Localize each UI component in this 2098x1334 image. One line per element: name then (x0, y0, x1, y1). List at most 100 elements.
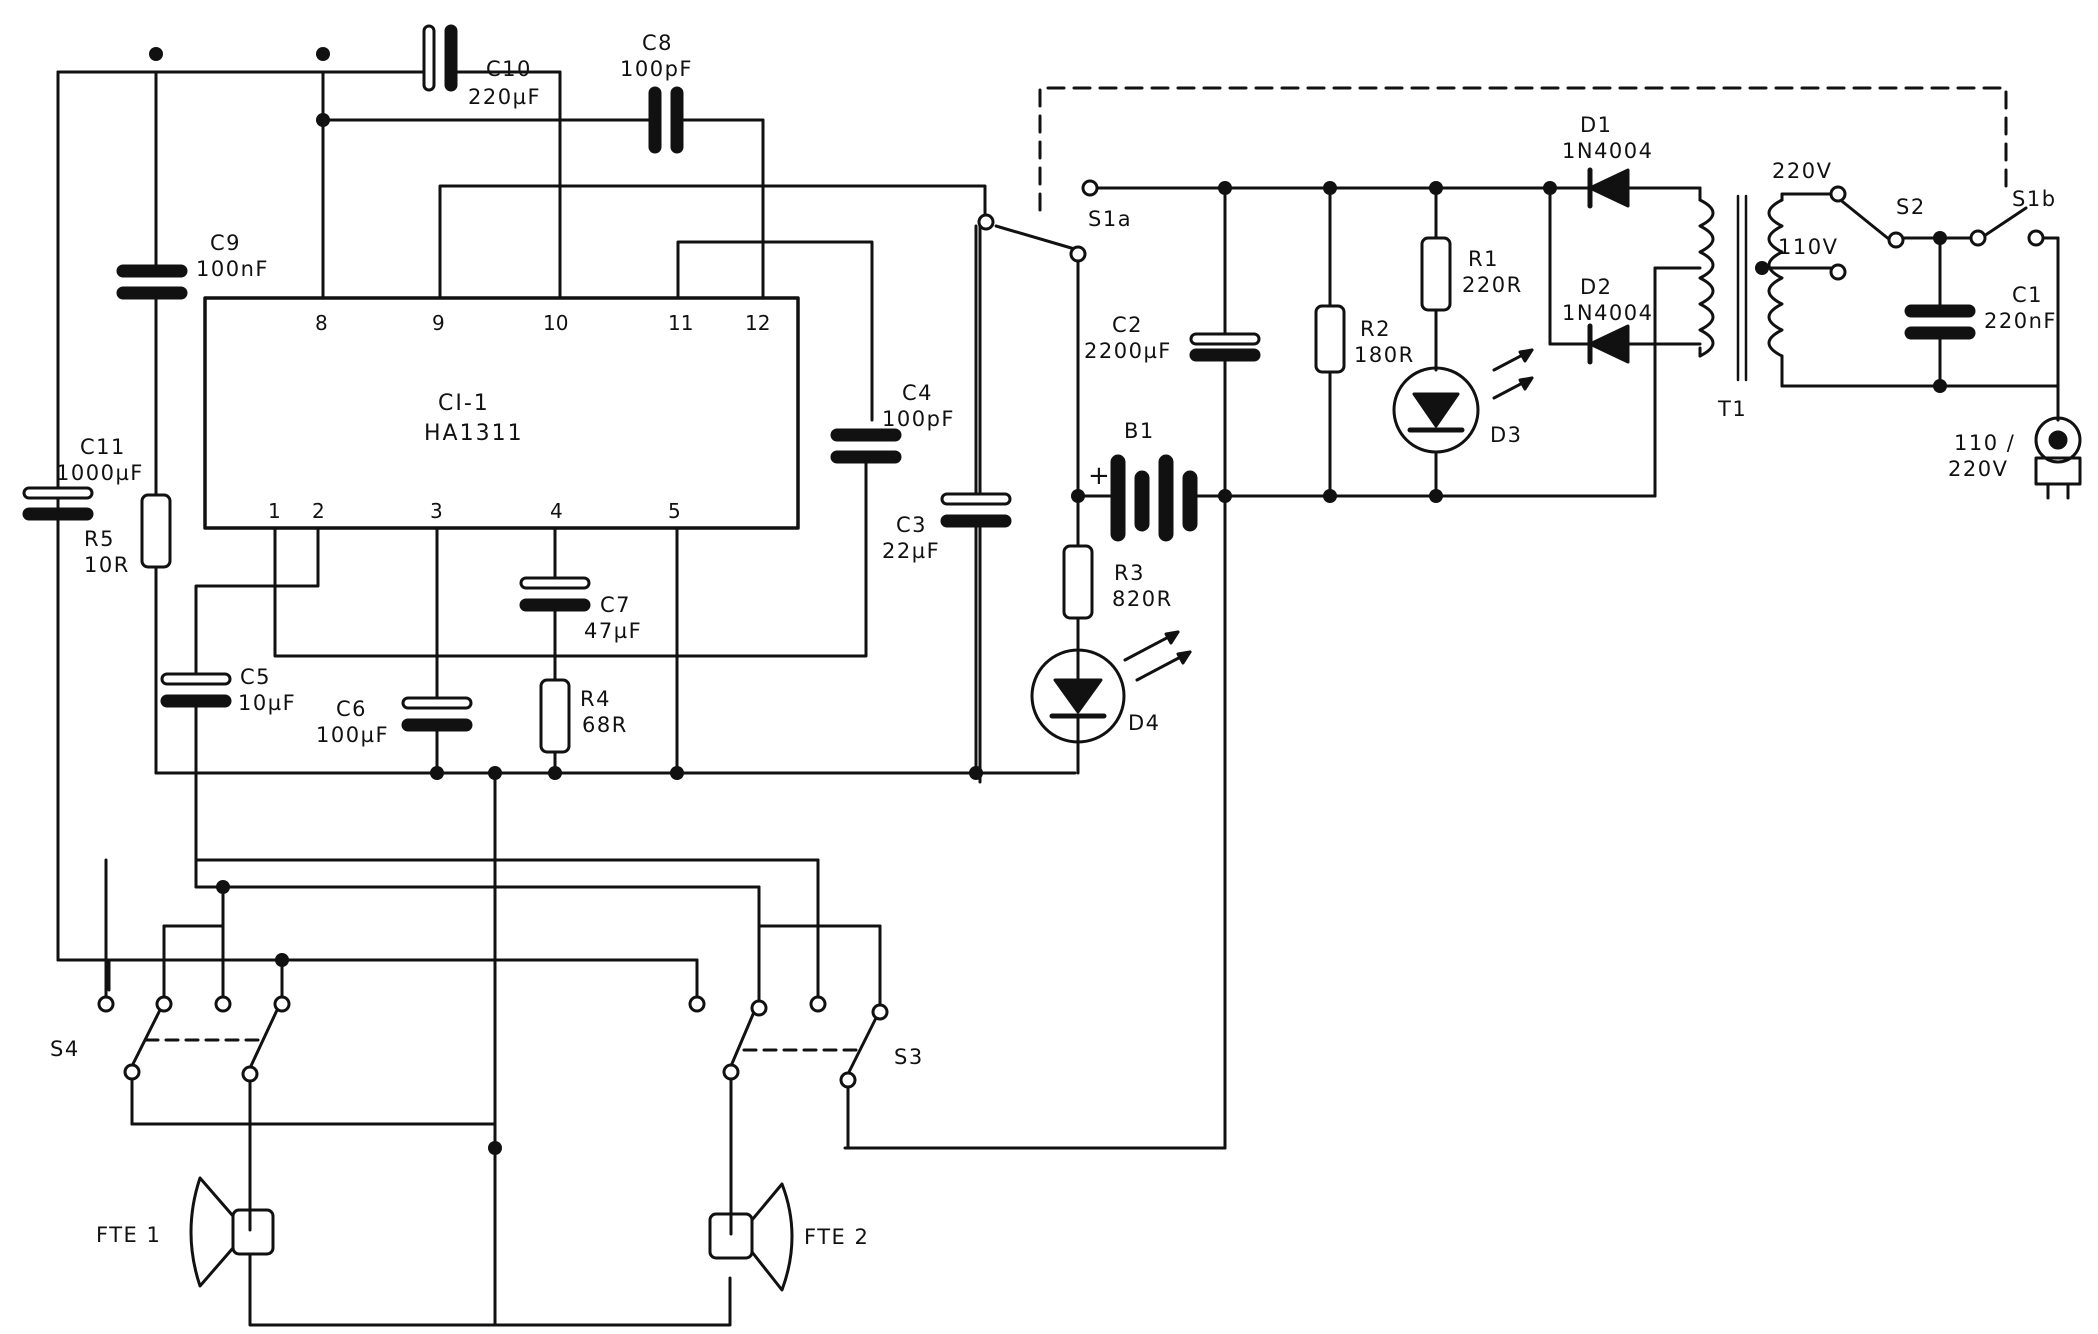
pin-9: 9 (432, 311, 445, 335)
b1-ref: B1 (1124, 419, 1155, 443)
pin-3: 3 (430, 499, 443, 523)
c9-value: 100nF (196, 257, 269, 281)
c1-value: 220nF (1984, 309, 2057, 333)
pin-5: 5 (668, 499, 681, 523)
power-supply-wires (843, 186, 1702, 1150)
r1-value: 220R (1462, 273, 1523, 297)
diode-d2 (1587, 323, 1630, 365)
r3-ref: R3 (1114, 561, 1145, 585)
fte1-ref: FTE 1 (96, 1223, 161, 1247)
switch-s1a (994, 186, 1227, 494)
t1-ref: T1 (1717, 397, 1747, 421)
ic-ref: CI-1 (438, 391, 490, 416)
r4-value: 68R (582, 713, 628, 737)
resistor-r2 (1314, 304, 1346, 374)
c7-value: 47µF (584, 619, 642, 643)
c8-value: 100pF (620, 57, 693, 81)
s2-ref: S2 (1896, 195, 1926, 219)
dashed-link-s1 (1038, 86, 2008, 212)
d1-value: 1N4004 (1562, 139, 1654, 163)
r5-value: 10R (84, 553, 130, 577)
capacitor-c8 (648, 86, 684, 154)
pin-8: 8 (315, 311, 328, 335)
capacitor-c5 (160, 672, 232, 889)
capacitor-c11 (22, 485, 94, 521)
ic-part: HA1311 (424, 421, 524, 446)
switch-terminals (97, 179, 2045, 1089)
speaker-switch-wires (56, 858, 882, 1012)
resistor-r4 (539, 678, 571, 775)
ic-ha1311 (203, 296, 800, 530)
r4-ref: R4 (580, 687, 611, 711)
tap-220-label: 220V (1772, 159, 1832, 183)
s1a-ref: S1a (1088, 207, 1132, 231)
battery-b1 (1076, 454, 1227, 542)
switch-s4 (130, 1004, 497, 1232)
transformer-t1 (1698, 186, 2060, 388)
s4-ref: S4 (50, 1037, 80, 1061)
d2-value: 1N4004 (1562, 301, 1654, 325)
s3-ref: S3 (894, 1045, 924, 1069)
d2-ref: D2 (1580, 275, 1613, 299)
top-wires (56, 70, 987, 992)
c6-ref: C6 (336, 697, 367, 721)
c6-value: 100µF (316, 723, 389, 747)
mains-label-2: 220V (1948, 457, 2008, 481)
c11-ref: C11 (80, 435, 126, 459)
r2-value: 180R (1354, 343, 1415, 367)
junction-dots (149, 47, 1947, 1155)
capacitor-c4 (273, 428, 902, 658)
d4-ref: D4 (1128, 711, 1161, 735)
s1b-ref: S1b (2012, 187, 2057, 211)
c3-value: 22µF (882, 539, 940, 563)
c10-value: 220µF (468, 85, 541, 109)
mains-label-1: 110 / (1954, 431, 2015, 455)
capacitor-c3 (940, 224, 1012, 775)
pin-11: 11 (668, 311, 693, 335)
c1-ref: C1 (2012, 283, 2043, 307)
capacitor-c1 (1904, 236, 1976, 388)
r3-value: 820R (1112, 587, 1173, 611)
speaker-fte2 (708, 1182, 794, 1292)
pin-2: 2 (312, 499, 325, 523)
c4-ref: C4 (902, 381, 933, 405)
pin-10: 10 (543, 311, 568, 335)
switch-s3 (729, 1010, 878, 1236)
d3-ref: D3 (1490, 423, 1523, 447)
speaker-fte1 (189, 1176, 732, 1327)
c5-value: 10µF (238, 691, 296, 715)
capacitor-c9 (116, 256, 188, 497)
c11-value: 1000µF (56, 461, 144, 485)
r2-ref: R2 (1360, 317, 1391, 341)
resistor-r1 (1420, 236, 1452, 312)
resistor-r3 (1062, 494, 1094, 650)
c3-ref: C3 (896, 513, 927, 537)
c8-ref: C8 (642, 31, 673, 55)
pin-4: 4 (550, 499, 563, 523)
c9-ref: C9 (210, 231, 241, 255)
capacitor-c6 (401, 526, 473, 775)
pin-1: 1 (268, 499, 281, 523)
led-d4 (1030, 630, 1192, 775)
diode-d1 (1587, 167, 1702, 209)
tap-110-label: 110V (1778, 235, 1838, 259)
c4-value: 100pF (882, 407, 955, 431)
pin-12: 12 (745, 311, 770, 335)
labels: CI-1 HA1311 8 9 10 11 12 1 2 3 4 5 C10 2… (50, 31, 2057, 1249)
d1-ref: D1 (1580, 113, 1613, 137)
capacitor-c10 (422, 24, 458, 92)
c2-ref: C2 (1112, 313, 1143, 337)
c10-ref: C10 (486, 57, 532, 81)
resistor-r5 (140, 493, 1077, 775)
capacitor-c2 (1189, 332, 1261, 362)
c7-ref: C7 (600, 593, 631, 617)
c5-ref: C5 (240, 665, 271, 689)
r5-ref: R5 (84, 527, 115, 551)
fte2-ref: FTE 2 (804, 1225, 869, 1249)
mains-plug (2034, 416, 2082, 500)
capacitor-c7 (519, 526, 591, 682)
c2-value: 2200µF (1084, 339, 1172, 363)
led-d3 (1392, 348, 1534, 454)
battery-plus: + (1088, 461, 1111, 491)
